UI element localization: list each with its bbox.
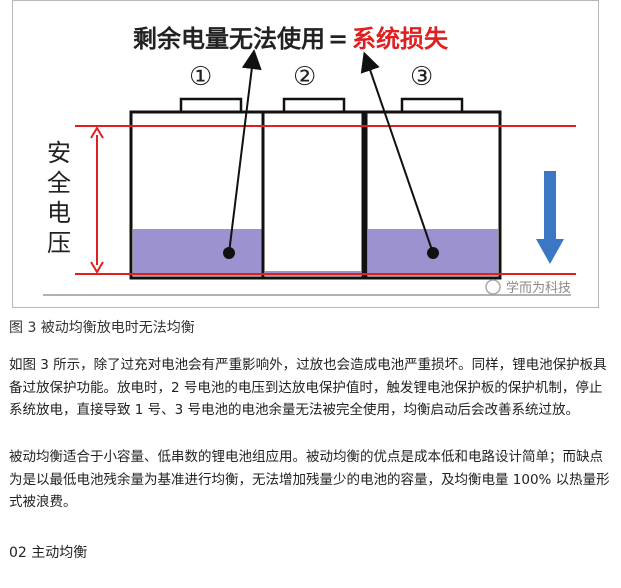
- voltage-label-char-3: 电: [47, 199, 71, 227]
- battery-diagram: 剩余电量无法使用 = 系统损失 ① ② ③: [43, 25, 576, 296]
- discharge-arrow-icon: [536, 171, 564, 264]
- paragraph-1: 如图 3 所示，除了过充对电池会有严重影响外，过放也会造成电池严重损坏。同样，锂…: [9, 357, 607, 418]
- watermark-text: 学而为科技: [506, 280, 571, 296]
- title-equals: =: [328, 25, 348, 53]
- figure-caption: 图 3 被动均衡放电时无法均衡: [9, 320, 195, 336]
- voltage-label-char-4: 压: [47, 229, 71, 257]
- battery-label-2: ②: [293, 62, 316, 92]
- title-left: 剩余电量无法使用: [133, 25, 325, 53]
- battery-label-1: ①: [189, 62, 212, 92]
- voltage-label-char-2: 全: [47, 169, 71, 197]
- voltage-label-char-1: 安: [47, 139, 71, 167]
- figure-diagram: 剩余电量无法使用 = 系统损失 ① ② ③: [12, 0, 599, 308]
- battery-3-pointer-arrow: [360, 51, 434, 254]
- battery-1-charge: [133, 229, 285, 276]
- battery-2: [261, 97, 365, 280]
- battery-1-pointer-arrow: [228, 49, 262, 254]
- section-heading: 02 主动均衡: [9, 545, 88, 561]
- watermark: 学而为科技: [485, 279, 571, 296]
- paragraph-2: 被动均衡适合于小容量、低串数的锂电池组应用。被动均衡的优点是成本低和电路设计简单…: [9, 449, 610, 510]
- battery-1: [129, 97, 289, 280]
- battery-label-3: ③: [410, 62, 433, 92]
- watermark-logo-icon: [485, 279, 501, 295]
- title-right: 系统损失: [352, 25, 449, 53]
